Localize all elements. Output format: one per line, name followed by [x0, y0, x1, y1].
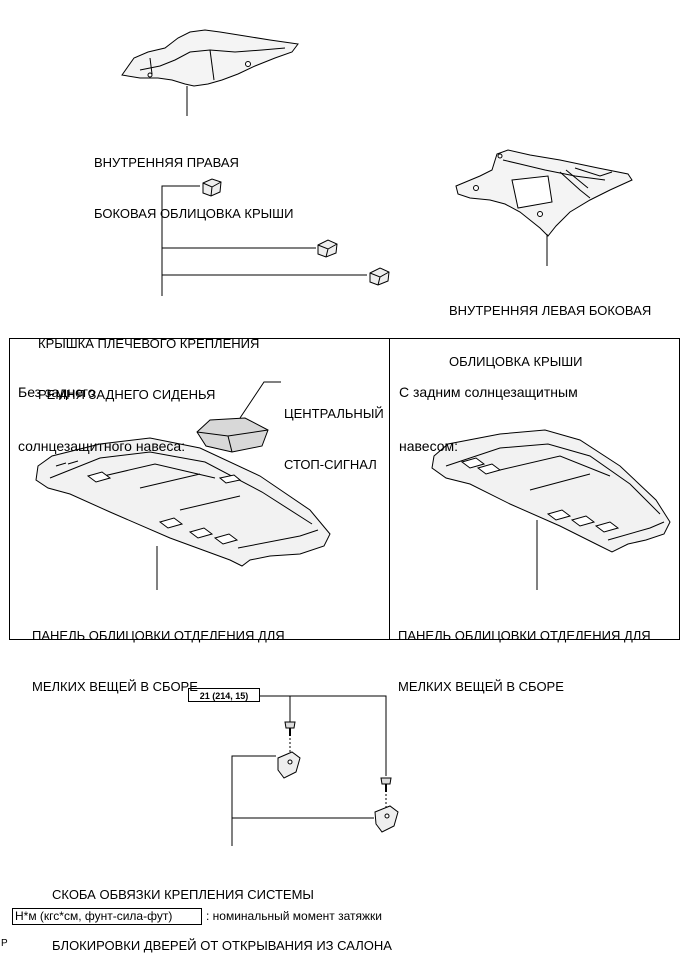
stop-lamp-part: [196, 417, 269, 453]
belt-cover-leaders: [161, 185, 367, 296]
belt-anchor-cover-label: КРЫШКА ПЛЕЧЕВОГО КРЕПЛЕНИЯ РЕМНЯ ЗАДНЕГО…: [38, 336, 260, 402]
torque-legend-description: : номинальный момент затяжки: [206, 909, 382, 923]
stop-lamp-leader: [239, 381, 281, 419]
package-tray-right-part: [431, 429, 671, 553]
left-roof-side-trim-part: [455, 149, 633, 237]
with-sunshade-frame: [389, 338, 680, 640]
corner-mark: P: [1, 938, 8, 949]
package-tray-left-part: [35, 437, 331, 567]
right-roof-side-trim-part: [121, 29, 299, 87]
right-roof-side-trim-label: ВНУТРЕННЯЯ ПРАВАЯ БОКОВАЯ ОБЛИЦОВКА КРЫШ…: [94, 155, 294, 221]
left-roof-side-trim-label: ВНУТРЕННЯЯ ЛЕВАЯ БОКОВАЯ ОБЛИЦОВКА КРЫШИ: [449, 303, 652, 369]
torque-unit-legend-box: Н*м (кгс*см, фунт-сила-фут): [12, 908, 202, 925]
belt-anchor-cover-parts: [202, 178, 390, 286]
with-sunshade-heading: С задним солнцезащитным навесом:: [399, 384, 578, 454]
bracket-assembly: [231, 695, 399, 846]
stop-lamp-label: ЦЕНТРАЛЬНЫЙ СТОП-СИГНАЛ: [284, 406, 384, 472]
torque-spec-box: 21 (214, 15): [188, 688, 260, 702]
package-tray-left-label: ПАНЕЛЬ ОБЛИЦОВКИ ОТДЕЛЕНИЯ ДЛЯ МЕЛКИХ ВЕ…: [32, 628, 285, 694]
bracket-label: СКОБА ОБВЯЗКИ КРЕПЛЕНИЯ СИСТЕМЫ БЛОКИРОВ…: [52, 887, 392, 953]
package-tray-right-label: ПАНЕЛЬ ОБЛИЦОВКИ ОТДЕЛЕНИЯ ДЛЯ МЕЛКИХ ВЕ…: [398, 628, 651, 694]
without-sunshade-heading: Без заднего солнцезащитного навеса:: [18, 384, 186, 454]
